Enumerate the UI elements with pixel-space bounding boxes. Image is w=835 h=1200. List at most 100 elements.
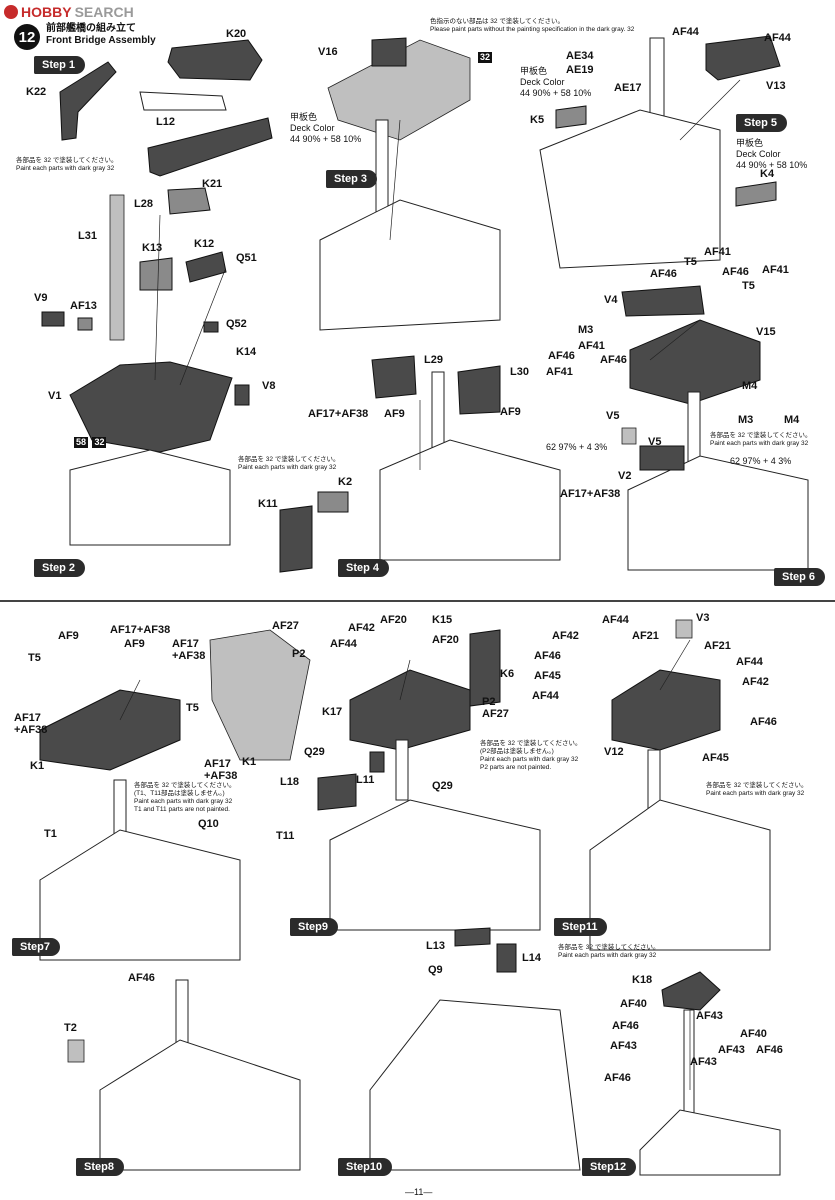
hobby-search-logo-icon (4, 5, 18, 19)
deck-color-note-step5b: 甲板色 Deck Color 44 90% + 58 10% (736, 138, 807, 171)
part-label: V2 (618, 470, 632, 482)
part-label: V5 (606, 410, 620, 422)
part-label: AF20 (380, 614, 407, 626)
part-label: AF17 (172, 638, 199, 650)
part-label: AF17+AF38 (560, 488, 621, 500)
deck-color-mix: 44 90% + 58 10% (290, 134, 362, 144)
part-label: K21 (202, 178, 223, 190)
paint-note-exception-jp: (P2部品は塗装しません。) (480, 748, 554, 755)
part-label: L28 (134, 198, 153, 210)
color-box-32: 32 (92, 437, 107, 448)
part-label: AF42 (348, 622, 375, 634)
paint-note-jp: 各部品を 32 で塗装してください。 (134, 782, 236, 789)
part-label: AF41 (704, 246, 731, 258)
part-label: K11 (258, 498, 278, 510)
part-label: V15 (756, 326, 776, 338)
part-label: AF44 (764, 32, 791, 44)
part-label: AF9 (384, 408, 405, 420)
part-label: AF40 (620, 998, 647, 1010)
part-label: V3 (696, 612, 710, 624)
deck-color-mix: 44 90% + 58 10% (736, 160, 808, 170)
part-label: AF27 (482, 708, 509, 720)
step8-assembly (67, 979, 301, 1171)
part-label: AF45 (702, 752, 729, 764)
paint-note-jp: 各部品を 32 で塗装してください。 (16, 157, 118, 164)
part-label: AF44 (602, 614, 629, 626)
paint-note-step9: 各部品を 32 で塗装してください。 (P2部品は塗装しません。) Paint … (480, 740, 581, 772)
paint-note-en: Paint each parts with dark gray 32 (558, 952, 657, 959)
part-label: Q29 (432, 780, 453, 792)
part-label: L13 (426, 940, 445, 952)
part-label: AF45 (534, 670, 561, 682)
part-label: K18 (632, 974, 653, 986)
step11-assembly (589, 619, 771, 951)
deck-color-mix: 44 90% + 58 10% (520, 88, 592, 98)
part-label: K13 (142, 242, 163, 254)
watermark: HOBBY SEARCH (4, 3, 134, 21)
part-label: AF46 (612, 1020, 639, 1032)
part-label: T2 (64, 1022, 77, 1034)
part-label: V8 (262, 380, 276, 392)
v5-color-mix-a: 62 97% + 4 3% (546, 442, 608, 452)
part-label: AF13 (70, 300, 97, 312)
part-label: V12 (604, 746, 624, 758)
section-title: 前部艦橋の組み立て Front Bridge Assembly (46, 23, 156, 47)
part-label: Q29 (304, 746, 325, 758)
step-5-tab: Step 5 (736, 114, 788, 132)
part-label: AF42 (552, 630, 579, 642)
part-label: M4 (742, 380, 758, 392)
part-label: AF41 (578, 340, 605, 352)
paint-note-jp: 各部品を 32 で塗装してください。 (558, 944, 660, 951)
paint-note-exception-jp: (T1、T11部品は塗装しません。) (134, 790, 225, 797)
paint-note-step1: 各部品を 32 で塗装してください。 Paint each parts with… (16, 157, 117, 173)
step4-assembly (279, 355, 561, 573)
part-label: AF46 (756, 1044, 783, 1056)
step-11-tab: Step11 (554, 918, 608, 936)
deck-color-en: Deck Color (736, 149, 781, 159)
step-8-tab: Step8 (76, 1158, 124, 1176)
part-label: K15 (432, 614, 453, 626)
section-number: 12 (14, 24, 40, 50)
section-title-jp: 前部艦橋の組み立て (46, 23, 136, 34)
part-label: AF46 (128, 972, 155, 984)
deck-color-en: Deck Color (520, 77, 565, 87)
part-label: T5 (742, 280, 755, 292)
part-label: AF46 (722, 266, 749, 278)
part-label: AF17+AF38 (110, 624, 171, 636)
paint-note-step11: 各部品を 32 で塗装してください。 Paint each parts with… (706, 782, 807, 798)
part-label: +AF38 (204, 770, 238, 782)
paint-note-en: Paint each parts with dark gray 32 (16, 165, 115, 172)
step-10-tab: Step10 (338, 1158, 393, 1176)
part-label: AF17 (14, 712, 41, 724)
part-label: T11 (276, 830, 295, 842)
part-label: T5 (28, 652, 41, 664)
color-box-32: 32 (478, 52, 493, 63)
part-label: K14 (236, 346, 257, 358)
part-label: T5 (684, 256, 697, 268)
part-label: AF9 (124, 638, 145, 650)
step1-parts (59, 39, 273, 177)
paint-note-step2: 各部品を 32 で塗装してください。 Paint each parts with… (238, 456, 339, 472)
part-label: AF43 (696, 1010, 723, 1022)
part-label: AF41 (762, 264, 789, 276)
part-label: AF40 (740, 1028, 767, 1040)
step-7-tab: Step7 (12, 938, 60, 956)
part-label: AF43 (718, 1044, 745, 1056)
part-label: AF46 (534, 650, 561, 662)
part-label: K5 (530, 114, 545, 126)
part-label: L31 (78, 230, 97, 242)
part-label: AE17 (614, 82, 642, 94)
part-label: AF17+AF38 (308, 408, 369, 420)
part-label: K20 (226, 28, 247, 40)
part-label: K22 (26, 86, 47, 98)
part-label: AF21 (632, 630, 659, 642)
paint-note-en: Paint each parts with dark gray 32 (238, 464, 337, 471)
part-label: AF46 (604, 1072, 631, 1084)
paint-note-en: Paint each parts with dark gray 32 (710, 440, 809, 447)
part-label: P2 (482, 696, 496, 708)
part-label: AF42 (742, 676, 769, 688)
page-number: —11— (405, 1187, 433, 1197)
no-paint-note-en: Please paint parts without the painting … (430, 26, 635, 33)
paint-note-exception-en: T1 and T11 parts are not painted. (134, 806, 230, 813)
part-label: P2 (292, 648, 306, 660)
